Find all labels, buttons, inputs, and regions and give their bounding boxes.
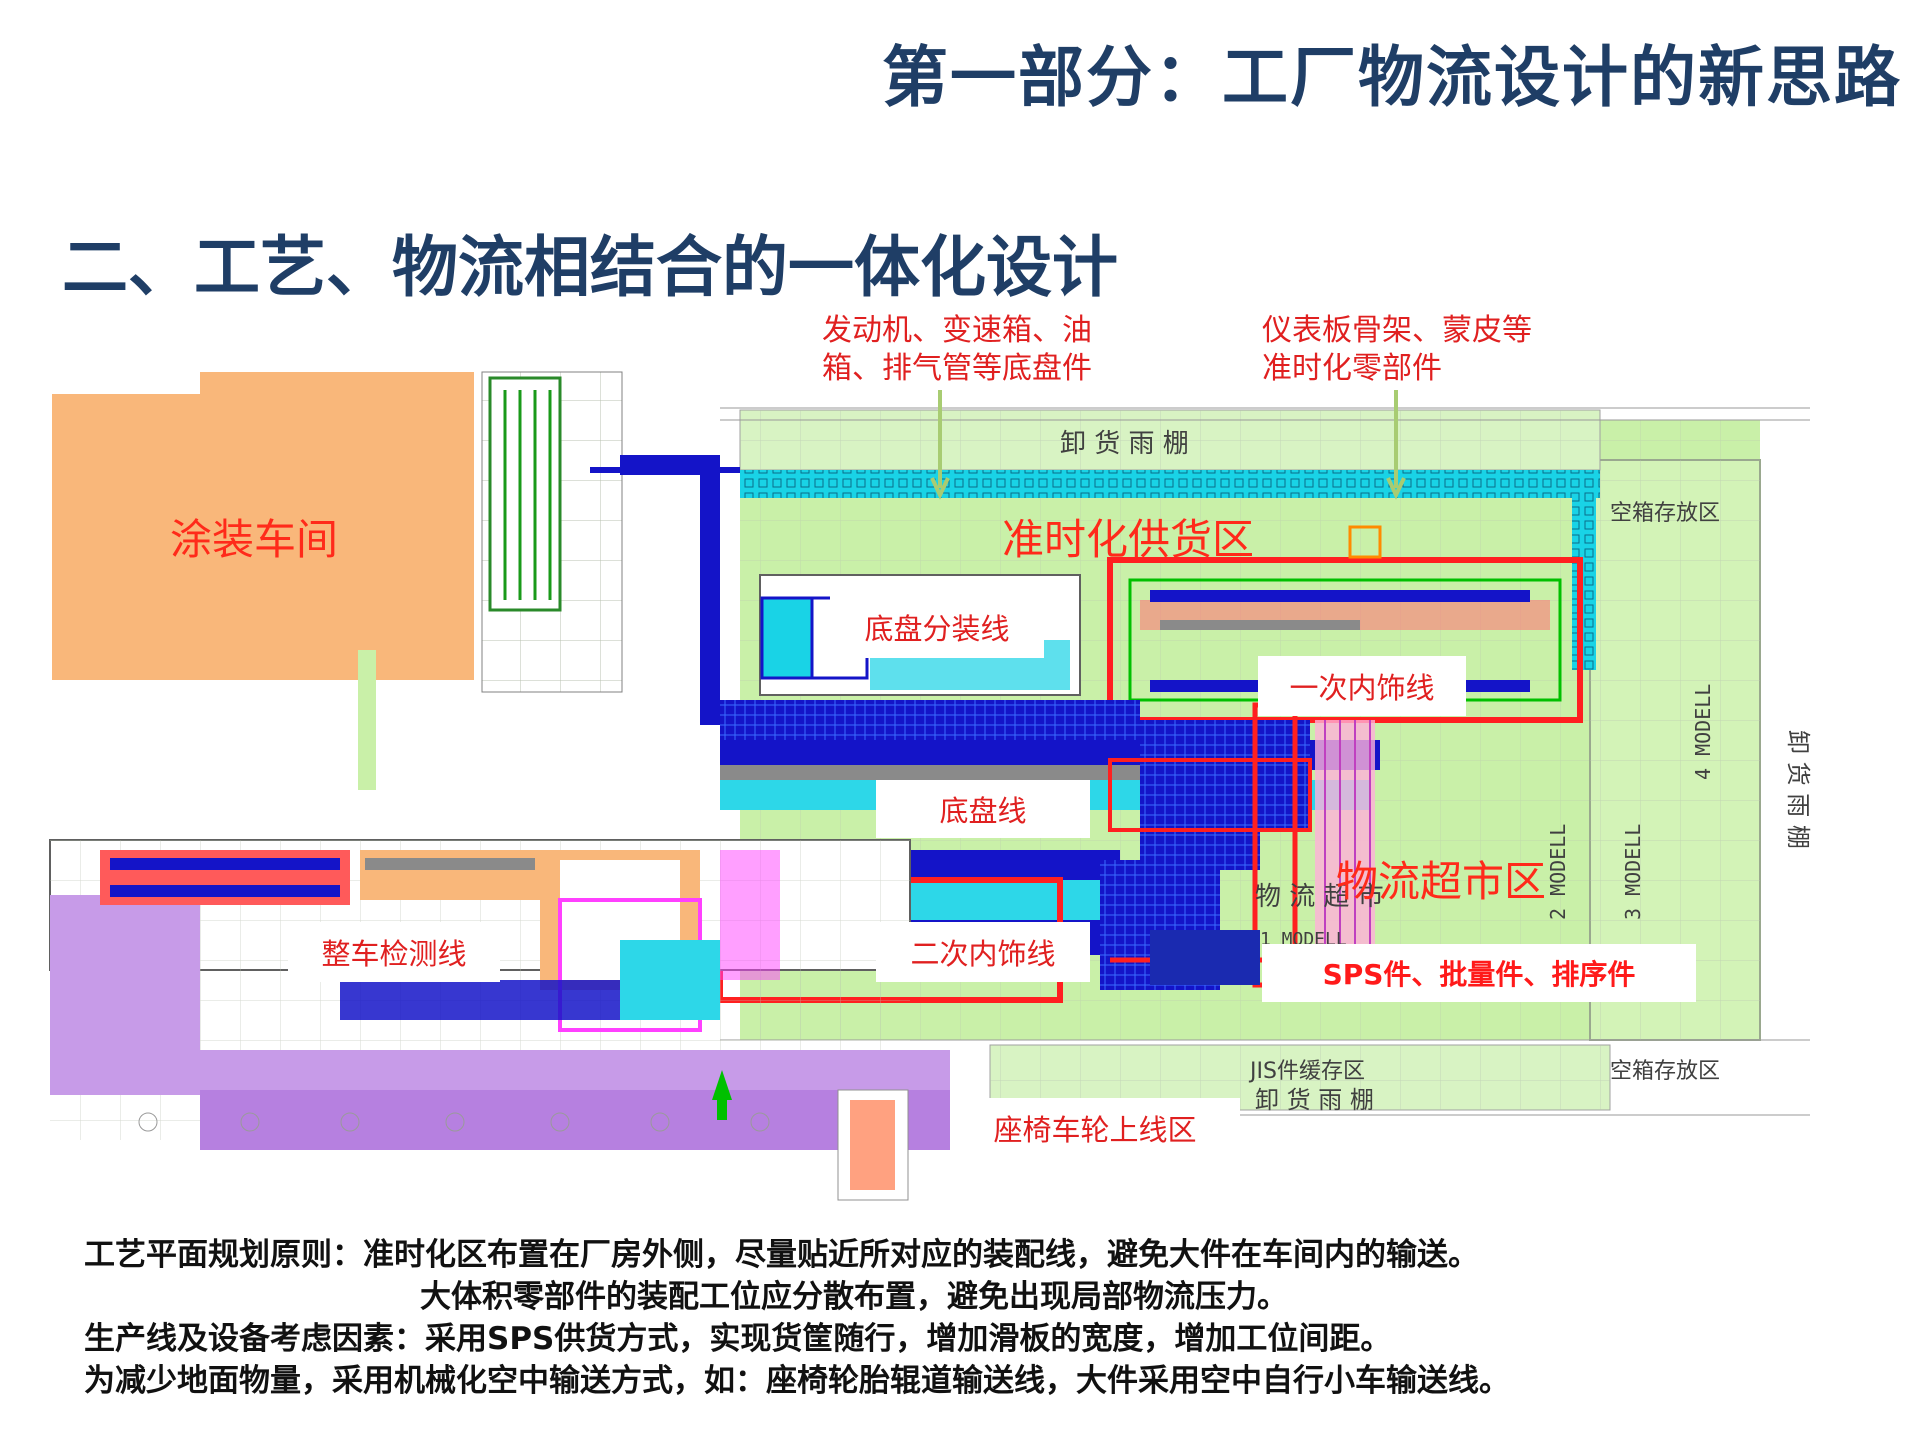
trim-line-2-label: 二次内饰线 <box>876 922 1090 982</box>
chassis-line-label: 底盘线 <box>876 780 1090 838</box>
engine-parts-annotation: 发动机、变速箱、油 箱、排气管等底盘件 <box>822 313 1092 386</box>
modell-3-text: 3 MODELL <box>1621 824 1645 920</box>
vehicle-test-line-label: 整车检测线 <box>288 922 500 982</box>
sps-parts-label: SPS件、批量件、排序件 <box>1262 944 1696 1002</box>
jit-supply-label: 准时化供货区 <box>1002 515 1255 564</box>
paint-shop-label: 涂装车间 <box>170 515 339 564</box>
trim-line-1-label: 一次内饰线 <box>1258 656 1466 716</box>
empty-box-bottom-text: 空箱存放区 <box>1610 1059 1720 1084</box>
section-title: 二、工艺、物流相结合的一体化设计 <box>62 229 1118 306</box>
planning-notes: 工艺平面规划原则：准时化区布置在厂房外侧，尽量贴近所对应的装配线，避免大件在车间… <box>84 1234 1510 1402</box>
modell-2-text: 2 MODELL <box>1546 824 1570 920</box>
logistics-supermarket-label: 物流超市区 <box>1336 857 1547 906</box>
seat-wheel-area-label: 座椅车轮上线区 <box>950 1098 1240 1158</box>
logistics-mark-text: 物 流 超 市 <box>1255 882 1384 912</box>
note-line-2: 大体积零部件的装配工位应分散布置，避免出现局部物流压力。 <box>420 1279 1288 1315</box>
jis-buffer-text: JIS件缓存区 <box>1248 1059 1365 1084</box>
paint-shop-block <box>52 372 474 680</box>
canopy-top-text: 卸 货 雨 棚 <box>1060 429 1189 459</box>
chassis-subassembly-label: 底盘分装线 <box>830 596 1044 658</box>
canopy-bottom-text: 卸 货 雨 棚 <box>1255 1086 1374 1114</box>
dashboard-parts-annotation: 仪表板骨架、蒙皮等 准时化零部件 <box>1262 313 1532 386</box>
note-line-4: 为减少地面物量，采用机械化空中输送方式，如：座椅轮胎辊道输送线，大件采用空中自行… <box>84 1363 1510 1399</box>
note-line-1: 工艺平面规划原则：准时化区布置在厂房外侧，尽量贴近所对应的装配线，避免大件在车间… <box>84 1237 1479 1273</box>
canopy-right-text: 卸 货 雨 棚 <box>1784 730 1812 849</box>
note-line-3: 生产线及设备考虑因素：采用SPS供货方式，实现货筐随行，增加滑板的宽度，增加工位… <box>84 1321 1392 1357</box>
empty-box-top-text: 空箱存放区 <box>1610 501 1720 526</box>
modell-4-text: 4 MODELL <box>1691 684 1715 780</box>
part-title: 第一部分：工厂物流设计的新思路 <box>882 39 1902 116</box>
